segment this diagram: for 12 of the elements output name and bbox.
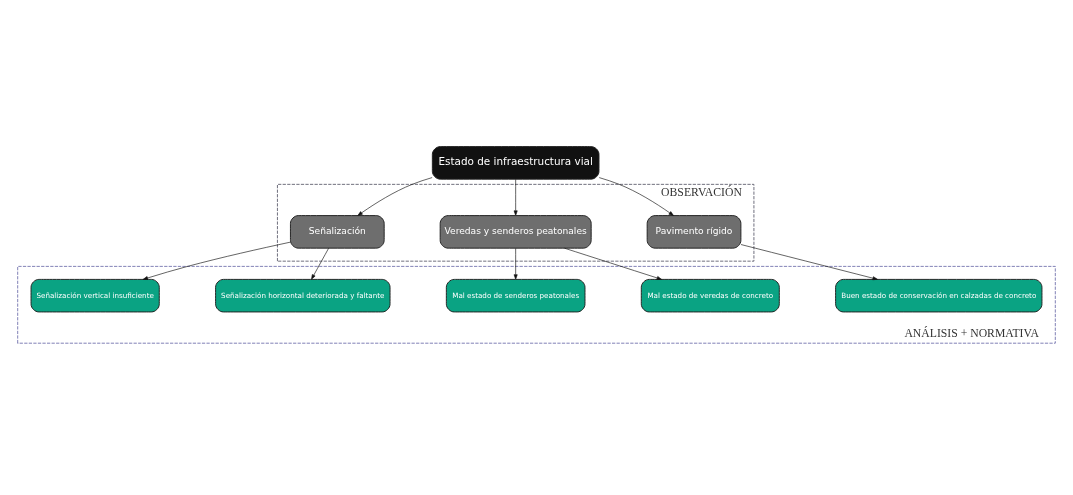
node-box: Estado de infraestructura vial <box>431 146 600 180</box>
node-box: Señalización <box>289 215 385 249</box>
arrow <box>357 177 433 216</box>
arrow <box>142 241 291 280</box>
arrow <box>564 247 662 280</box>
arrow <box>311 247 329 280</box>
node-box: Pavimento rígido <box>646 215 742 249</box>
arrow <box>598 177 674 216</box>
node-box: Veredas y senderos peatonales <box>439 215 592 249</box>
arrow <box>513 178 518 216</box>
arrow <box>740 244 878 281</box>
arrow <box>513 247 518 280</box>
